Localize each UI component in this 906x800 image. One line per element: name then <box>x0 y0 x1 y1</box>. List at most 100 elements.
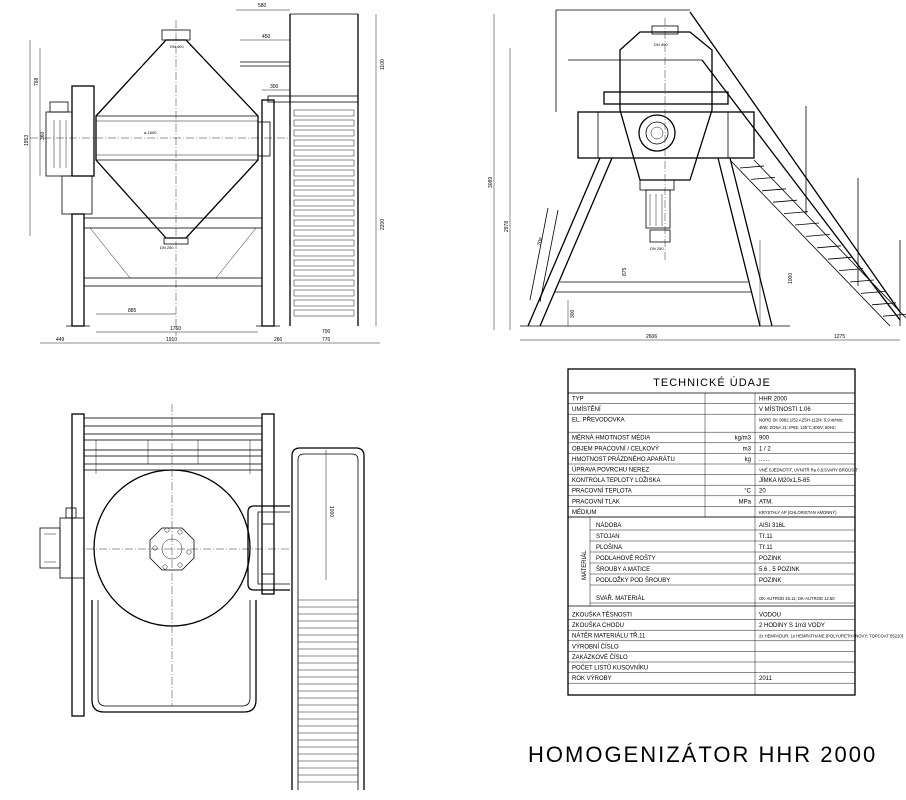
material-row-value: Tř.11 <box>759 534 773 540</box>
dim-700-side: 700 <box>536 237 545 247</box>
material-row-value: Tř.11 <box>759 545 773 551</box>
material-row-value: AISI 316L <box>759 523 786 529</box>
stair-tread <box>293 139 355 147</box>
table-row-label: EL. PŘEVODOVKA <box>572 416 625 424</box>
dim-2978: 2978 <box>504 221 510 232</box>
table-row-value: KRYSTALY AP (CHLORISTAN AMONNÝ) <box>759 510 837 515</box>
table-row-label: MĚRNÁ HMOTNOST MÉDIA <box>572 434 650 442</box>
dim-300: 300 <box>270 84 279 90</box>
dim-1910: 1910 <box>166 337 177 343</box>
stair-tread <box>293 209 355 217</box>
bottom-row-label: ROK VÝROBY <box>572 675 612 682</box>
stair-tread <box>293 159 355 167</box>
bottom-row-value: 2x HEMPADUR; 1x HEMPATHANE (POLYURETHANO… <box>759 634 904 639</box>
table-row-value: NORD SK 9082.1/52 AZSH-112/4; 5,9 ot/min… <box>759 418 843 423</box>
table-row-label: KONTROLA TEPLOTY LOŽISKA <box>572 476 660 484</box>
stair-tread <box>838 268 864 271</box>
dim-450: 450 <box>262 34 271 40</box>
stair-tread <box>805 234 831 237</box>
table-row-value: V MÍSTNOSTI 1.06 <box>759 406 811 413</box>
table-row-unit: kg/m3 <box>735 436 752 442</box>
stair-tread <box>783 211 809 214</box>
stair-tread <box>293 249 355 257</box>
table-row-label: OBJEM PRACOVNÍ / CELKOVÝ <box>572 445 659 452</box>
table-row-value: VNĚ SJEDNOTIT, UVNITŘ Ra 0,8;SVARY BROUS… <box>759 468 858 473</box>
bottom-row-value: 2 HODINY S 1m3 VODY <box>759 623 825 629</box>
bottom-row-value: VODOU <box>759 613 781 619</box>
bottom-row-label: ZKOUŠKA CHODU <box>572 622 624 629</box>
dim-1000-side: 1000 <box>788 273 794 284</box>
bottom-row-label: POČET LISTŮ KUSOVNÍKU <box>572 665 648 672</box>
table-row-unit: m3 <box>743 446 752 452</box>
stair-tread <box>293 289 355 297</box>
material-row-label: ŠROUBY A MATICE <box>596 566 650 573</box>
table-row-unit: MPa <box>739 499 752 505</box>
table-row-label: UMÍSTĚNÍ <box>572 405 601 413</box>
table-row-value: 900 <box>759 436 770 442</box>
material-row-value: OK-AUTROD 16.11; OK-AUTROD 12.50 <box>759 596 835 601</box>
stair-tread <box>293 229 355 237</box>
dim-2200: 2200 <box>380 219 386 230</box>
top-view: 1000 <box>39 404 365 790</box>
bottom-row-value: 2011 <box>759 676 773 682</box>
table-row-value: 20 <box>759 489 766 495</box>
bottom-row-label: VÝROBNÍ ČÍSLO <box>572 643 619 650</box>
stair-tread <box>750 177 776 180</box>
table-row-label: HMOTNOST PRÁZDNÉHO APARÁTU <box>572 456 675 463</box>
dim-768: 768 <box>34 77 40 86</box>
stair-tread <box>293 239 355 247</box>
table-row-value: ...... <box>759 457 769 463</box>
stair-tread <box>739 165 765 169</box>
dim-360: 360 <box>40 131 46 140</box>
stair-tread <box>293 169 355 177</box>
stair-tread <box>827 256 853 260</box>
dim-449: 449 <box>56 337 65 343</box>
front-view: 580 450 300 885 1760 449 1910 260 770 70… <box>24 3 386 344</box>
stair-tread <box>293 179 355 187</box>
bottom-row-label: ZAKÁZKOVÉ ČÍSLO <box>572 654 628 661</box>
stair-tread <box>293 299 355 307</box>
stair-tread <box>293 109 355 117</box>
stair-tread <box>816 245 842 249</box>
stair-tread <box>293 259 355 267</box>
stair-tread <box>293 309 355 317</box>
note-dn400-side: DN 400 <box>654 42 668 47</box>
stair-tread <box>293 219 355 227</box>
bottom-row-label: ZKOUŠKA TĚSNOSTI <box>572 611 632 619</box>
stair-tread <box>871 302 897 306</box>
material-row-label: SVAŘ. MATERIÁL <box>596 594 645 602</box>
material-row-value: POZINK <box>759 578 781 584</box>
dim-1100: 1100 <box>380 59 386 70</box>
dim-300-side: 300 <box>570 309 576 318</box>
table-row-label: PRACOVNÍ TEPLOTA <box>572 488 632 495</box>
dim-885: 885 <box>128 308 137 314</box>
dim-1953: 1953 <box>24 135 30 146</box>
material-group-label: MATERIÁL <box>581 550 588 580</box>
stair-tread <box>293 149 355 157</box>
side-view: 3089 2978 700 875 300 1000 2606 1275 DN … <box>488 9 906 341</box>
drawing-title: HOMOGENIZÁTOR HHR 2000 <box>528 742 877 767</box>
material-row-label: PLOŠINA <box>596 544 622 551</box>
table-row-value: HHR 2000 <box>759 397 788 403</box>
dim-1275: 1275 <box>834 334 845 340</box>
dim-875: 875 <box>622 267 628 276</box>
stair-tread <box>761 188 787 192</box>
table-row-value: 1 / 2 <box>759 446 771 452</box>
dim-3089: 3089 <box>488 177 494 188</box>
dim-770: 770 <box>322 337 331 343</box>
stair-tread <box>293 119 355 127</box>
stair-tread <box>293 129 355 137</box>
stair-tread <box>882 313 906 317</box>
stair-tread <box>293 189 355 197</box>
note-dn400: DN 400 <box>170 44 184 49</box>
dim-2606: 2606 <box>646 334 657 340</box>
dim-580: 580 <box>258 3 267 9</box>
material-row-label: PODLOŽKY POD ŠROUBY <box>596 576 670 584</box>
material-row-value: 5.6 , 5 POZINK <box>759 567 800 573</box>
table-row-label: TYP <box>572 397 584 403</box>
table-row-value: JÍMKA M20x1,5-65 <box>759 477 810 484</box>
dim-260: 260 <box>274 337 283 343</box>
material-row-label: PODLAHOVÉ ROŠTY <box>596 555 656 562</box>
